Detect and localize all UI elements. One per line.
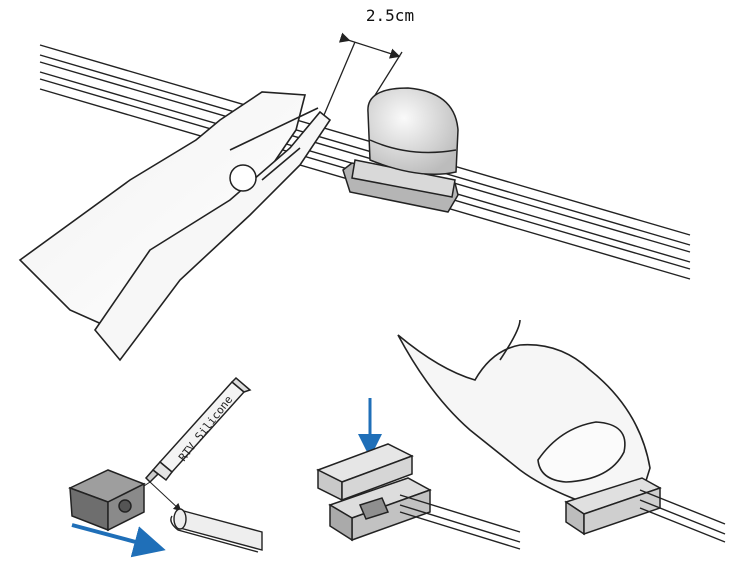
- cable-end-right: [639, 489, 726, 543]
- slide-arrow: [71, 523, 166, 558]
- silicone-tube: [144, 376, 252, 484]
- led-pixel-module: [342, 87, 459, 213]
- cutter-pivot-icon: [229, 164, 257, 192]
- tube-label: RTV Silicone: [176, 393, 235, 464]
- cable-end-middle: [399, 494, 521, 550]
- cable-end-left: [170, 508, 263, 553]
- finger: [397, 319, 651, 506]
- end-cap: [68, 469, 146, 532]
- wire-cutter: [18, 91, 332, 362]
- clip-connector: [316, 443, 432, 542]
- dimension-label: 2.5cm: [365, 6, 415, 25]
